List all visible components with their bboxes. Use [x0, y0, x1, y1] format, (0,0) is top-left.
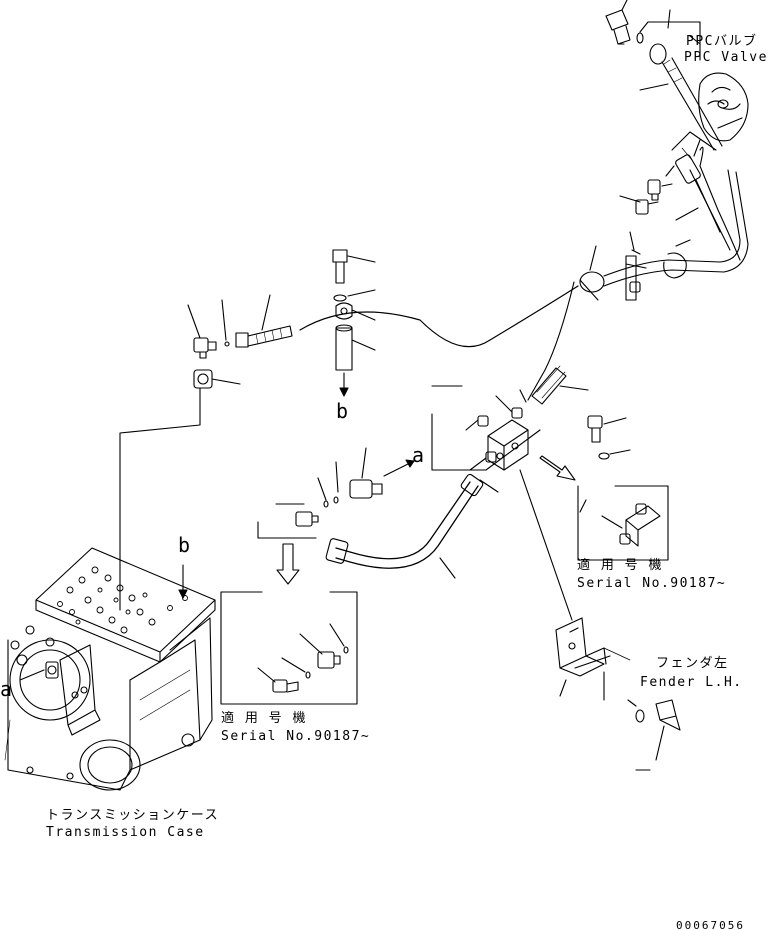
adapter-fitting	[318, 448, 414, 507]
fender-label-jp: フェンダ左	[656, 656, 729, 671]
braided-hose	[325, 473, 498, 578]
serial-applies-label-en-right: Serial No.90187~	[577, 576, 727, 591]
elbow-fitting	[188, 305, 216, 358]
drawing-number: 00067056	[676, 919, 745, 930]
fender-label-en: Fender L.H.	[640, 675, 743, 690]
serial-applies-label-en-left: Serial No.90187~	[221, 729, 371, 744]
serial-applies-label-jp-left: 適 用 号 機	[221, 711, 307, 726]
connector-fitting	[194, 370, 240, 388]
detail-box-right	[578, 486, 668, 560]
ppc-valve-label-jp: PPCバルブ	[686, 34, 758, 49]
hose-route-line	[120, 388, 200, 610]
bolt-right	[588, 416, 630, 459]
ref-label-b-case: b	[178, 533, 191, 557]
ppc-valve-label-en: PPC Valve	[684, 50, 768, 65]
ref-label-b-center: b	[336, 399, 349, 423]
ref-label-a-case: a	[0, 677, 13, 701]
detail-box-left	[221, 504, 357, 704]
long-bolt	[236, 295, 292, 347]
serial-applies-label-jp-right: 適 用 号 機	[577, 558, 663, 573]
hose-tee-and-clamps	[580, 170, 748, 300]
transmission-case-label-en: Transmission Case	[46, 825, 205, 840]
center-valve-block	[432, 282, 588, 620]
ref-label-a-center: a	[412, 443, 425, 467]
transmission-case	[5, 548, 215, 790]
transmission-case-label-jp: トランスミッションケース	[46, 808, 220, 823]
ppc-valve-assembly	[606, 0, 748, 260]
bolt-stack	[333, 250, 375, 396]
o-ring-small-left	[222, 300, 229, 346]
fender-bracket	[556, 618, 680, 760]
